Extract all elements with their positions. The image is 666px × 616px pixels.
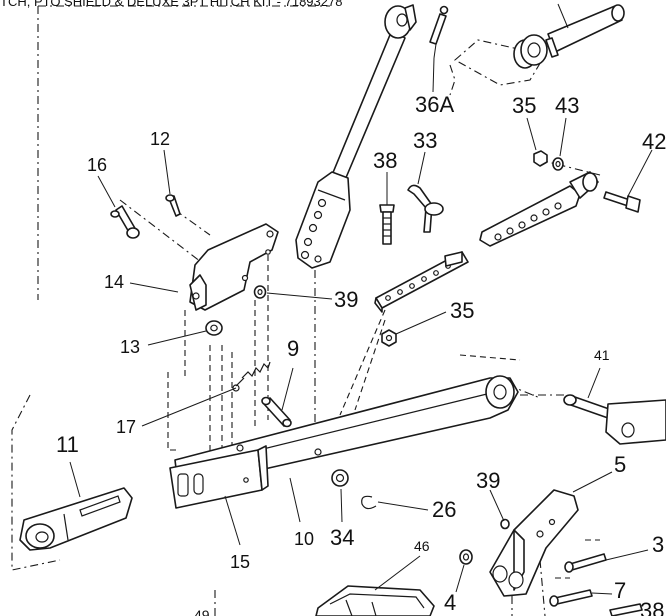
callout-38-upper: 38 bbox=[373, 148, 397, 173]
callout-10: 10 bbox=[294, 529, 314, 549]
adjust-bracket bbox=[374, 251, 469, 347]
clip-26 bbox=[361, 495, 377, 510]
callout-7: 7 bbox=[614, 578, 626, 603]
callout-36a: 36A bbox=[415, 92, 454, 117]
callout-42: 42 bbox=[642, 129, 666, 154]
callout-17: 17 bbox=[116, 417, 136, 437]
shield-46 bbox=[315, 585, 435, 616]
top-link-arm bbox=[295, 4, 417, 269]
callout-41: 41 bbox=[594, 347, 610, 363]
pin-41 bbox=[563, 394, 666, 445]
callout-14: 14 bbox=[104, 272, 124, 292]
callout-38-lower: 38 bbox=[640, 598, 664, 616]
pin-9 bbox=[261, 396, 292, 428]
spring-17 bbox=[232, 361, 271, 392]
callout-15: 15 bbox=[230, 552, 250, 572]
leader-lines bbox=[69, 117, 653, 595]
callout-43: 43 bbox=[555, 93, 579, 118]
callout-12: 12 bbox=[150, 129, 170, 149]
callout-35-middle: 35 bbox=[450, 298, 474, 323]
callout-labels: 36A 35 43 42 12 16 38 33 14 39 35 13 9 4… bbox=[56, 92, 666, 616]
stabilizer-link bbox=[479, 150, 641, 247]
pin-33 bbox=[407, 184, 444, 233]
callout-35-upper: 35 bbox=[512, 93, 536, 118]
bolt-38 bbox=[379, 204, 395, 245]
callout-11: 11 bbox=[56, 432, 79, 457]
pin-16 bbox=[110, 205, 140, 239]
upper-right-shaft bbox=[513, 3, 625, 69]
diagram-header: TCH, PTO SHIELD & DELUXE 3PT HITCH KIT -… bbox=[0, 0, 342, 9]
callout-33: 33 bbox=[413, 128, 437, 153]
callout-4: 4 bbox=[444, 590, 456, 615]
callout-5: 5 bbox=[614, 452, 626, 477]
callout-3: 3 bbox=[652, 532, 664, 557]
side-bracket bbox=[189, 223, 279, 311]
callout-39-upper: 39 bbox=[334, 287, 358, 312]
lower-bracket-5 bbox=[459, 489, 643, 616]
callout-34: 34 bbox=[330, 525, 354, 550]
lower-link-11 bbox=[19, 487, 133, 551]
callout-9: 9 bbox=[287, 336, 299, 361]
main-arm-10 bbox=[169, 375, 519, 509]
pin-12 bbox=[165, 194, 181, 217]
callout-26: 26 bbox=[432, 497, 456, 522]
assembly-lines bbox=[11, 5, 601, 616]
pin-36a bbox=[429, 5, 449, 93]
callout-39-lower: 39 bbox=[476, 468, 500, 493]
callout-16: 16 bbox=[87, 155, 107, 175]
callout-13: 13 bbox=[120, 337, 140, 357]
callout-49: 49 bbox=[194, 607, 210, 616]
callout-46: 46 bbox=[414, 538, 430, 554]
